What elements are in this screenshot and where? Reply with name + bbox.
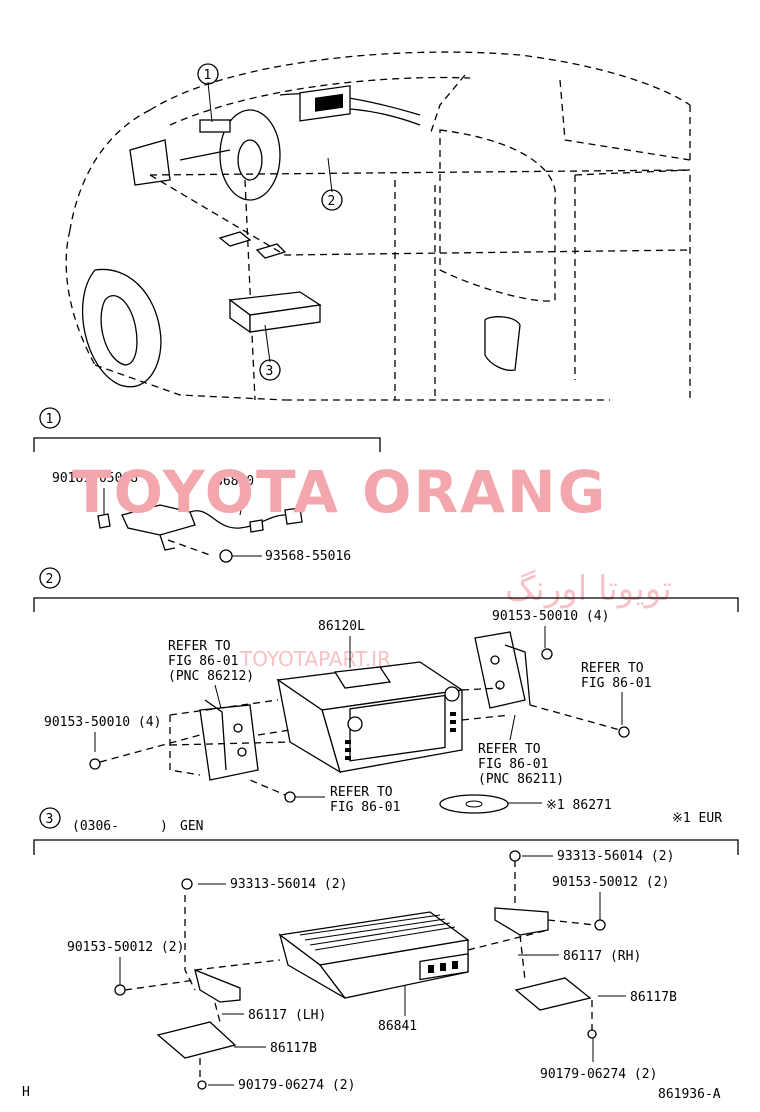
refer-left-line1: REFER TO	[168, 639, 231, 654]
refer-bottom-line2: FIG 86-01	[330, 800, 400, 815]
callout-3: 3	[266, 364, 274, 379]
section-2-number: 2	[46, 572, 54, 587]
refer-bottom-line1: REFER TO	[330, 785, 393, 800]
watermark-site: TOYOTAPART.IR	[239, 647, 391, 671]
bracket-left	[199, 699, 259, 781]
label-nut-right-bottom: 90179-06274 (2)	[540, 1067, 657, 1082]
label-nut-left-bottom: 90179-06274 (2)	[238, 1078, 355, 1093]
callout-2-circle	[321, 189, 343, 211]
bracket-86117-rh	[494, 907, 549, 936]
refer-left-line3: (PNC 86212)	[168, 669, 254, 684]
callout-1: 1	[204, 68, 212, 83]
clip-part	[97, 513, 111, 529]
label-86120L: 86120L	[318, 619, 365, 634]
label-bolt-right-top: 93313-56014 (2)	[557, 849, 674, 864]
watermark: TOYOTA ORANG تويوتا اورنگ TOYOTAPART.IR	[72, 458, 672, 671]
label-bolt-left-top: 93313-56014 (2)	[230, 877, 347, 892]
label-screw-left: 90153-50012 (2)	[67, 940, 184, 955]
date-range: (0306-	[72, 819, 119, 834]
callout-2: 2	[328, 194, 336, 209]
footer-left-mark: H	[22, 1085, 30, 1100]
label-86117-rh: 86117 (RH)	[563, 949, 641, 964]
refer-right-bottom-line1: REFER TO	[478, 742, 541, 757]
disc-86271	[439, 794, 509, 814]
plate-86117b-left	[156, 1021, 237, 1059]
watermark-arabic: تويوتا اورنگ	[505, 569, 672, 609]
label-86117b-right: 86117B	[630, 990, 677, 1005]
label-90189-05008: 90189-05008	[52, 471, 138, 486]
refer-right-bottom-line2: FIG 86-01	[478, 757, 548, 772]
section-1-number: 1	[46, 412, 54, 427]
date-close: )	[160, 819, 168, 834]
refer-left-line2: FIG 86-01	[168, 654, 238, 669]
vehicle-overview: 1 2 3	[65, 51, 691, 401]
label-86117-lh: 86117 (LH)	[248, 1008, 326, 1023]
label-86117b-left: 86117B	[270, 1041, 317, 1056]
label-screw-left: 90153-50010 (4)	[44, 715, 161, 730]
section-3-number: 3	[46, 812, 54, 827]
label-screw-right: 90153-50010 (4)	[492, 609, 609, 624]
note-eur: ※1 EUR	[672, 811, 722, 826]
bracket-86117-lh	[194, 968, 241, 1003]
refer-right-top-line1: REFER TO	[581, 661, 644, 676]
watermark-main: TOYOTA ORANG	[72, 458, 607, 526]
plate-86117b-right	[514, 977, 592, 1011]
figure-id: 861936-A	[658, 1087, 721, 1102]
label-screw-right: 90153-50012 (2)	[552, 875, 669, 890]
head-unit-86120L	[276, 661, 464, 774]
label-86841: 86841	[378, 1019, 417, 1034]
section-3: 3 (0306- ) GEN 93313-56014 (2) 90153-500…	[33, 807, 739, 1093]
refer-right-top-line2: FIG 86-01	[581, 676, 651, 691]
refer-right-bottom-line3: (PNC 86211)	[478, 772, 564, 787]
section-1: 1 90189-05008 86860 93568-55016	[33, 407, 381, 564]
label-86860: 86860	[215, 474, 254, 489]
bracket-right	[474, 631, 531, 709]
callout-1-circle	[197, 63, 219, 85]
section-2: 2 86120L REFER TO FIG 86-01 (PNC 86212) …	[33, 567, 739, 826]
callout-3-circle	[259, 359, 281, 381]
variant: GEN	[180, 819, 203, 834]
label-86271: ※1 86271	[546, 798, 612, 813]
unit-86841	[278, 911, 470, 999]
label-93568-55016: 93568-55016	[265, 549, 351, 564]
module-86860	[121, 504, 196, 536]
